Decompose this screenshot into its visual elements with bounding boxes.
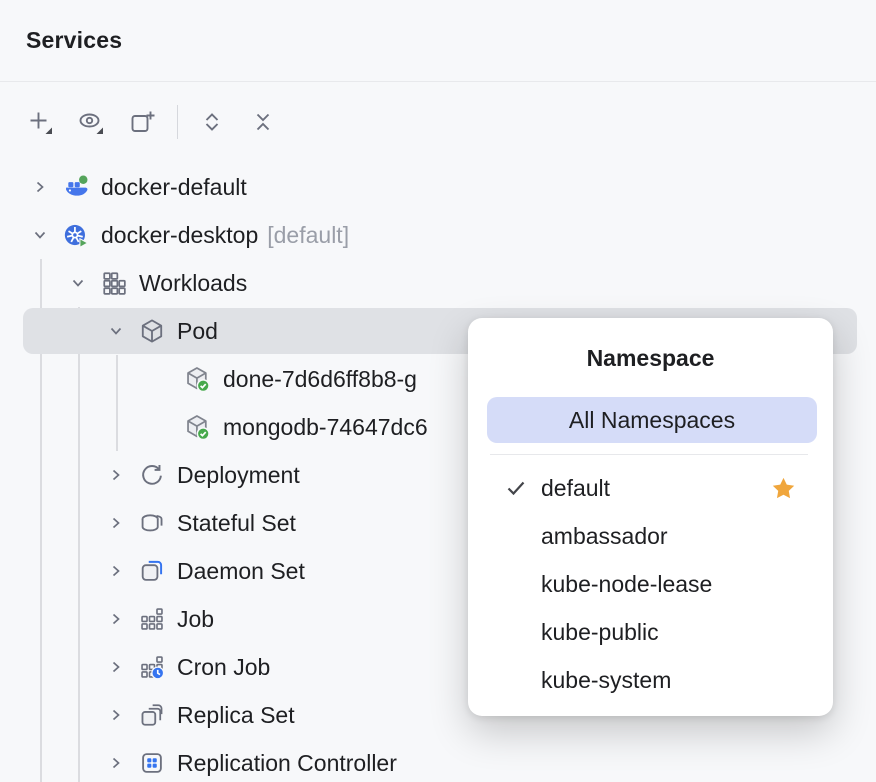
- tree-item-label: Daemon Set: [177, 557, 305, 584]
- tree-item-label: Replica Set: [177, 701, 295, 728]
- pod-icon: [139, 318, 165, 344]
- chevron-down-icon[interactable]: [31, 226, 49, 244]
- chevron-right-icon[interactable]: [107, 754, 125, 772]
- checkmark-icon: [505, 477, 527, 505]
- replication-controller-icon: [139, 750, 165, 776]
- tree-row-docker-default[interactable]: docker-default: [0, 163, 876, 211]
- tree-item-label: docker-desktop: [101, 221, 259, 248]
- tree-item-label: Pod: [177, 317, 218, 344]
- expand-all-button[interactable]: [195, 105, 229, 139]
- tree-row-stateful-set[interactable]: Stateful Set: [0, 499, 876, 547]
- show-options-button[interactable]: [74, 105, 108, 139]
- tree-item-label: Job: [177, 605, 215, 632]
- new-service-plus-icon: [131, 111, 155, 132]
- collapse-all-button[interactable]: [246, 105, 280, 139]
- namespace-label: kube-node-lease: [541, 570, 713, 597]
- add-service-button[interactable]: [125, 105, 159, 139]
- tree-item-label: Deployment: [177, 461, 300, 488]
- chevron-down-icon[interactable]: [69, 274, 87, 292]
- tree-item-label: mongodb-74647dc6: [223, 413, 428, 440]
- tree-row-workloads[interactable]: Workloads: [0, 259, 876, 307]
- job-icon: [139, 606, 165, 632]
- chevron-right-icon[interactable]: [107, 514, 125, 532]
- tree-guide-line: [40, 259, 42, 782]
- docker-icon: [63, 174, 89, 200]
- tree-item-label: Replication Controller: [177, 749, 397, 776]
- tree-item-label: Workloads: [139, 269, 248, 296]
- services-toolbar: [0, 82, 876, 162]
- tree-item-label: docker-default: [101, 173, 247, 200]
- daemon-set-icon: [139, 558, 165, 584]
- replica-set-icon: [139, 702, 165, 728]
- popup-divider: [490, 454, 808, 455]
- expand-all-icon: [205, 113, 219, 131]
- namespace-label: ambassador: [541, 522, 668, 549]
- namespace-popup: Namespace All Namespaces default ambassa…: [468, 318, 833, 716]
- namespace-item-kube-system[interactable]: kube-system: [468, 656, 833, 704]
- tree-row-job[interactable]: Job: [0, 595, 876, 643]
- namespace-item-ambassador[interactable]: ambassador: [468, 512, 833, 560]
- tree-row-pod-done[interactable]: done-7d6d6ff8b8-g: [0, 355, 876, 403]
- tool-window-header: Services: [0, 0, 876, 82]
- tree-item-label: done-7d6d6ff8b8-g: [223, 365, 417, 392]
- plus-dropdown-icon: [30, 112, 52, 134]
- namespace-label: kube-system: [541, 666, 672, 693]
- deployment-icon: [139, 462, 165, 488]
- stateful-set-icon: [139, 510, 165, 536]
- chevron-placeholder: [153, 418, 171, 436]
- tree-item-suffix: [default]: [267, 221, 350, 248]
- tree-item-label: Stateful Set: [177, 509, 296, 536]
- cron-job-icon: [139, 654, 165, 680]
- tree-row-replica-set[interactable]: Replica Set: [0, 691, 876, 739]
- kubernetes-icon: [63, 222, 89, 248]
- namespace-label: default: [541, 474, 611, 501]
- pod-running-icon: [185, 414, 211, 440]
- pod-running-icon: [185, 366, 211, 392]
- eye-dropdown-icon: [79, 113, 103, 134]
- tree-guide-line: [78, 307, 80, 782]
- star-icon[interactable]: [770, 475, 797, 508]
- chevron-right-icon[interactable]: [107, 658, 125, 676]
- chevron-right-icon[interactable]: [107, 562, 125, 580]
- tree-row-replication-controller[interactable]: Replication Controller: [0, 739, 876, 782]
- tree-row-docker-desktop[interactable]: docker-desktop [default]: [0, 211, 876, 259]
- tree-item-label: Cron Job: [177, 653, 271, 680]
- toolbar-separator: [177, 105, 178, 139]
- tree-row-pod-mongodb[interactable]: mongodb-74647dc6: [0, 403, 876, 451]
- popup-title: Namespace: [586, 345, 715, 371]
- namespace-item-default[interactable]: default: [468, 464, 833, 512]
- chevron-placeholder: [153, 370, 171, 388]
- chevron-right-icon[interactable]: [107, 466, 125, 484]
- namespace-label: kube-public: [541, 618, 659, 645]
- chevron-right-icon[interactable]: [107, 610, 125, 628]
- collapse-all-icon: [256, 113, 270, 131]
- namespace-item-kube-node-lease[interactable]: kube-node-lease: [468, 560, 833, 608]
- namespace-item-kube-public[interactable]: kube-public: [468, 608, 833, 656]
- tree-guide-line: [116, 355, 118, 451]
- tree-row-daemon-set[interactable]: Daemon Set: [0, 547, 876, 595]
- tree-row-cron-job[interactable]: Cron Job: [0, 643, 876, 691]
- page-title: Services: [26, 27, 123, 53]
- tree-row-deployment[interactable]: Deployment: [0, 451, 876, 499]
- all-namespaces-item[interactable]: All Namespaces: [487, 397, 817, 443]
- namespace-list: default ambassador kube-node-lease kube-…: [468, 464, 833, 704]
- workloads-icon: [101, 270, 127, 296]
- add-button[interactable]: [23, 105, 57, 139]
- chevron-right-icon[interactable]: [107, 706, 125, 724]
- chevron-right-icon[interactable]: [31, 178, 49, 196]
- chevron-down-icon[interactable]: [107, 322, 125, 340]
